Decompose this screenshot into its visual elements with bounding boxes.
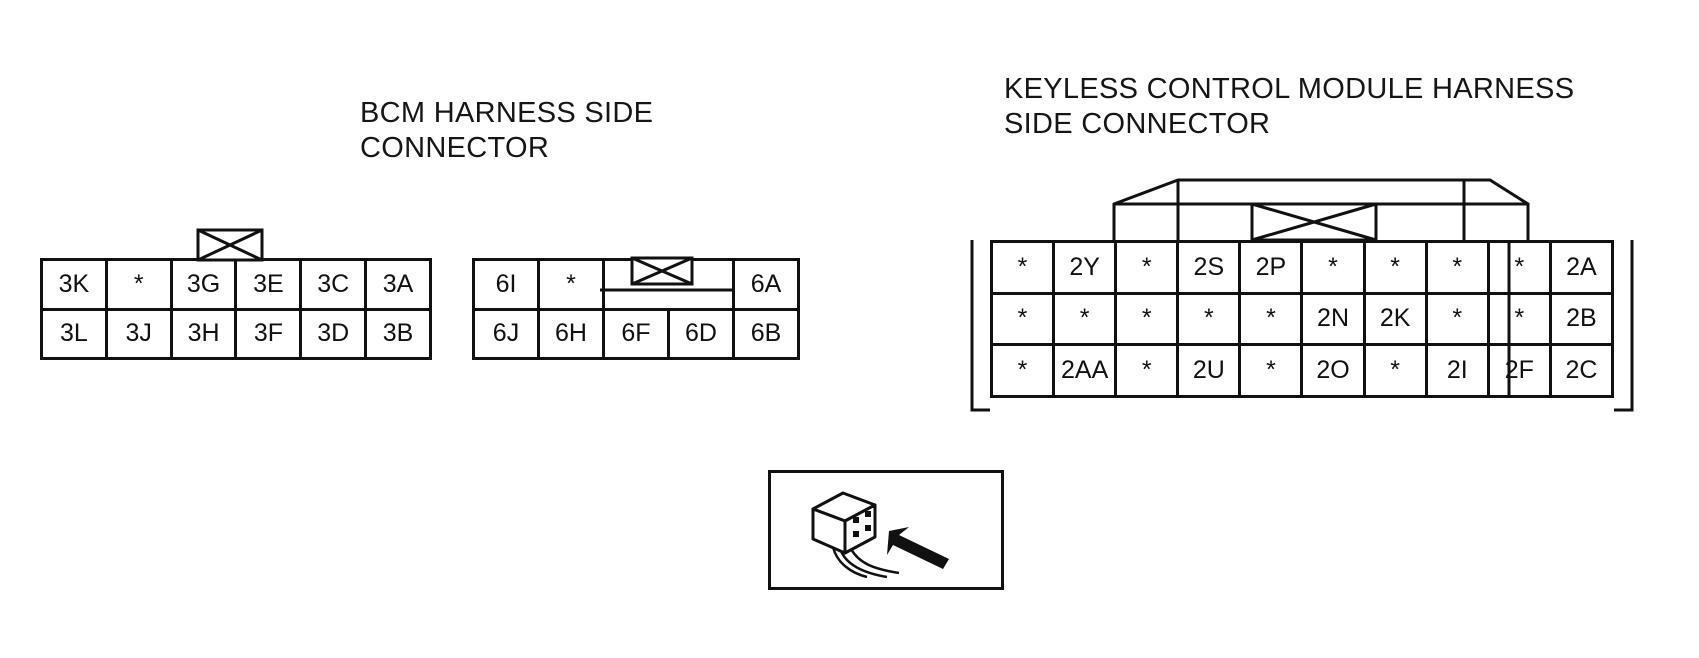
pin-cell: * <box>1179 294 1239 344</box>
pin-cell: * <box>993 243 1053 292</box>
pin-cell: 3D <box>302 310 365 357</box>
bcm-title-line1: BCM HARNESS SIDE <box>360 97 654 129</box>
pin-cell: 2AA <box>1055 346 1115 395</box>
pin-cell: * <box>1489 294 1549 344</box>
pin-cell: * <box>1427 243 1487 292</box>
pin-cell: 3G <box>172 261 235 308</box>
bcm-connector-a: 3K * 3G 3E 3C 3A 3L 3J 3H 3F 3D 3B <box>40 258 432 360</box>
pin-cell: 6I <box>475 261 537 308</box>
pin-cell: 3C <box>302 261 365 308</box>
pin-cell: * <box>1055 294 1115 344</box>
pin-cell: * <box>1365 243 1425 292</box>
pin-cell: * <box>1427 294 1487 344</box>
pin-cell: 3J <box>107 310 170 357</box>
pin-cell: 6D <box>670 310 732 357</box>
pin-cell: 6B <box>735 310 797 357</box>
pin-cell: * <box>1489 243 1549 292</box>
pin-cell: 3A <box>367 261 429 308</box>
connector-plug-icon <box>811 491 949 579</box>
pin-cell: * <box>993 294 1053 344</box>
pin-cell: 2F <box>1489 346 1549 395</box>
pin-cell: * <box>1303 243 1363 292</box>
pin-cell: 2O <box>1303 346 1363 395</box>
pin-cell: 3F <box>237 310 300 357</box>
kcm-housing-hood <box>1112 178 1530 240</box>
harness-side-view-icon <box>768 470 1004 590</box>
pin-cell: 2U <box>1179 346 1239 395</box>
pin-cell: 2N <box>1303 294 1363 344</box>
pin-cell: 6H <box>540 310 602 357</box>
pin-cell: 2I <box>1427 346 1487 395</box>
pin-cell: 2K <box>1365 294 1425 344</box>
pin-cell: 2P <box>1241 243 1301 292</box>
locking-tab-area <box>605 261 732 308</box>
bcm-connector-b: 6I * 6A 6J 6H 6F 6D 6B <box>472 258 800 360</box>
pin-cell: * <box>1365 346 1425 395</box>
pin-cell: * <box>1117 243 1177 292</box>
kcm-connector: * 2Y * 2S 2P * * * * 2A * * * * * 2N 2K … <box>990 240 1614 398</box>
kcm-connector-title: KEYLESS CONTROL MODULE HARNESS SIDE CONN… <box>1004 72 1574 142</box>
kcm-title-line2: SIDE CONNECTOR <box>1004 108 1271 140</box>
pin-cell: 3K <box>43 261 105 308</box>
pin-cell: 3L <box>43 310 105 357</box>
pin-cell: 2S <box>1179 243 1239 292</box>
pin-cell: * <box>540 261 602 308</box>
pin-cell: 2Y <box>1055 243 1115 292</box>
pin-cell: * <box>107 261 170 308</box>
kcm-lock-tab <box>1250 202 1378 242</box>
pin-cell: 2C <box>1551 346 1611 395</box>
bcm-connector-title: BCM HARNESS SIDE CONNECTOR <box>360 96 653 166</box>
pin-cell: 6A <box>735 261 797 308</box>
pin-cell: 6F <box>605 310 667 357</box>
pin-cell: 6J <box>475 310 537 357</box>
pin-cell: 3B <box>367 310 429 357</box>
pin-cell: 2B <box>1551 294 1611 344</box>
pin-cell: * <box>993 346 1053 395</box>
pin-cell: * <box>1117 346 1177 395</box>
kcm-title-line1: KEYLESS CONTROL MODULE HARNESS <box>1004 73 1575 105</box>
pin-cell: * <box>1117 294 1177 344</box>
pin-cell: 2A <box>1551 243 1611 292</box>
bcm-a-lock-tab <box>196 228 264 262</box>
pin-cell: 3E <box>237 261 300 308</box>
pin-cell: * <box>1241 346 1301 395</box>
bcm-title-line2: CONNECTOR <box>360 132 550 164</box>
pin-cell: * <box>1241 294 1301 344</box>
pin-cell: 3H <box>172 310 235 357</box>
